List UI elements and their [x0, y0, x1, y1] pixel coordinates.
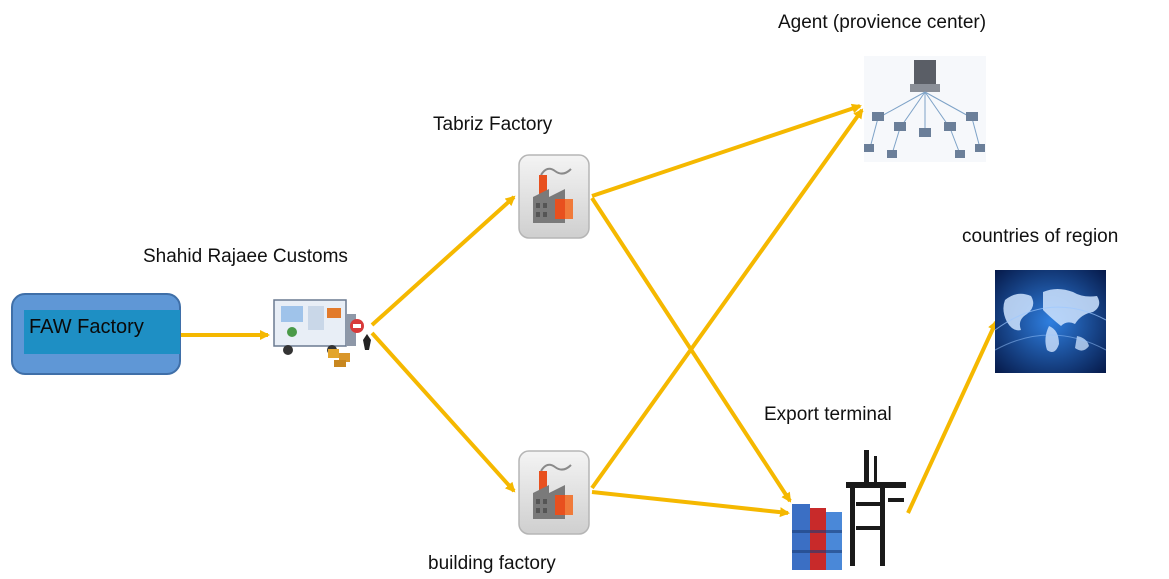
edge-building-agent — [590, 108, 864, 490]
faw-factory-label: FAW Factory — [29, 316, 144, 338]
edge-customs-building — [370, 331, 516, 493]
container-terminal-icon — [792, 450, 906, 570]
factory-icon-building — [518, 450, 590, 535]
faw-factory-node: FAW Factory — [11, 293, 181, 375]
customs-label: Shahid Rajaee Customs — [143, 246, 348, 267]
distribution-network-icon — [864, 56, 986, 162]
edge-tabriz-agent — [591, 103, 862, 198]
world-map-icon — [994, 270, 1107, 373]
edge-export-countries — [906, 320, 998, 514]
tabriz-factory-label: Tabriz Factory — [433, 114, 553, 135]
countries-label: countries of region — [962, 226, 1119, 247]
customs-truck-icon — [273, 299, 371, 367]
edge-customs-tabriz — [370, 195, 516, 327]
agent-label: Agent (provience center) — [778, 12, 987, 33]
export-terminal-label: Export terminal — [764, 404, 892, 425]
factory-icon-tabriz — [518, 154, 590, 239]
building-factory-label: building factory — [428, 553, 556, 574]
edges — [181, 103, 998, 518]
edge-building-export — [591, 490, 790, 518]
faw-factory-inner-box — [24, 310, 180, 354]
